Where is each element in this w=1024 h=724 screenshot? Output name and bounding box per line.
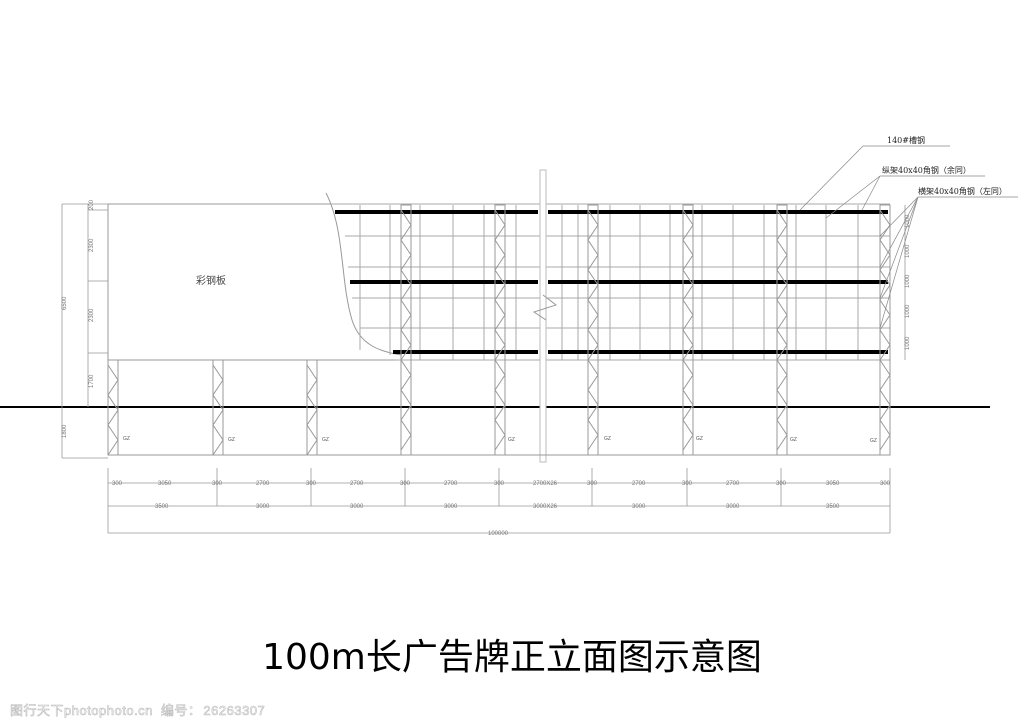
dim-right-5: 1000 — [905, 336, 911, 350]
svg-text:GZ: GZ — [870, 438, 877, 444]
svg-text:2700: 2700 — [444, 481, 458, 487]
svg-text:3050: 3050 — [826, 481, 840, 487]
bottom-dimension-lines — [107, 468, 891, 534]
watermark-id-value: 26263307 — [203, 703, 266, 719]
dim-right-2: 1000 — [905, 244, 911, 258]
panel-label: 彩钢板 — [196, 274, 226, 287]
svg-text:300: 300 — [112, 481, 123, 487]
svg-text:GZ: GZ — [228, 437, 235, 443]
svg-text:2700: 2700 — [256, 481, 270, 487]
bottom-dimension-row1: 300 3050 300 2700 300 2700 300 2700 300 … — [112, 481, 891, 487]
svg-text:300: 300 — [587, 481, 598, 487]
truss-columns — [107, 204, 891, 456]
svg-text:300: 300 — [880, 481, 891, 487]
svg-text:3000X26: 3000X26 — [533, 504, 558, 510]
left-dimensions — [61, 203, 108, 459]
callout-vertical-angle: 纵架40x40角钢（余同） — [882, 165, 971, 175]
svg-text:3000: 3000 — [726, 504, 740, 510]
svg-text:GZ: GZ — [790, 437, 797, 443]
svg-text:GZ: GZ — [322, 437, 329, 443]
svg-text:3000: 3000 — [444, 504, 458, 510]
svg-text:GZ: GZ — [123, 436, 130, 442]
callout-leaders — [799, 145, 1018, 329]
svg-text:300: 300 — [306, 481, 317, 487]
dim-left-total: 6500 — [62, 296, 68, 310]
watermark-id-label: 编号： — [160, 703, 202, 719]
dim-right-4: 1000 — [905, 304, 911, 318]
dim-total-length: 100000 — [488, 531, 509, 537]
svg-text:3500: 3500 — [155, 504, 169, 510]
svg-text:3050: 3050 — [158, 481, 172, 487]
svg-text:2700: 2700 — [726, 481, 740, 487]
svg-text:2700: 2700 — [632, 481, 646, 487]
svg-text:300: 300 — [682, 481, 693, 487]
drawing-title: 100m长广告牌正立面图示意图 — [262, 637, 762, 678]
channel-steel-beams — [335, 210, 888, 354]
svg-text:300: 300 — [776, 481, 787, 487]
svg-text:3000: 3000 — [350, 504, 364, 510]
color-steel-panel — [107, 192, 403, 361]
callout-channel-steel: 140#槽钢 — [887, 135, 925, 145]
watermark: 图行天下photophoto.cn 编号：26263307 — [10, 700, 273, 719]
svg-text:GZ: GZ — [604, 436, 611, 442]
svg-text:3500: 3500 — [826, 504, 840, 510]
bottom-dimension-row2: 3500 3000 3000 3000 3000X26 3000 3000 35… — [155, 504, 840, 510]
dim-left-seg4: 1700 — [89, 374, 95, 388]
watermark-site: 图行天下photophoto.cn — [10, 703, 153, 719]
svg-text:2700X26: 2700X26 — [533, 481, 558, 487]
dim-below-ground: 1800 — [62, 424, 68, 438]
column-tags: GZ GZ GZ GZ GZ GZ GZ GZ — [123, 436, 877, 444]
dim-left-seg3: 2300 — [89, 308, 95, 322]
svg-text:GZ: GZ — [508, 437, 515, 443]
svg-text:GZ: GZ — [696, 436, 703, 442]
dim-right-1: 1000 — [905, 214, 911, 228]
svg-text:3000: 3000 — [632, 504, 646, 510]
dim-left-seg1: 200 — [89, 199, 95, 210]
break-line — [532, 169, 558, 463]
svg-text:2700: 2700 — [350, 481, 364, 487]
svg-text:300: 300 — [212, 481, 223, 487]
callout-horizontal-angle: 横架40x40角钢（左同） — [918, 186, 1007, 196]
svg-text:3000: 3000 — [256, 504, 270, 510]
dim-right-3: 1000 — [905, 274, 911, 288]
dim-left-seg2: 2300 — [89, 238, 95, 252]
svg-text:300: 300 — [400, 481, 411, 487]
svg-text:300: 300 — [494, 481, 505, 487]
